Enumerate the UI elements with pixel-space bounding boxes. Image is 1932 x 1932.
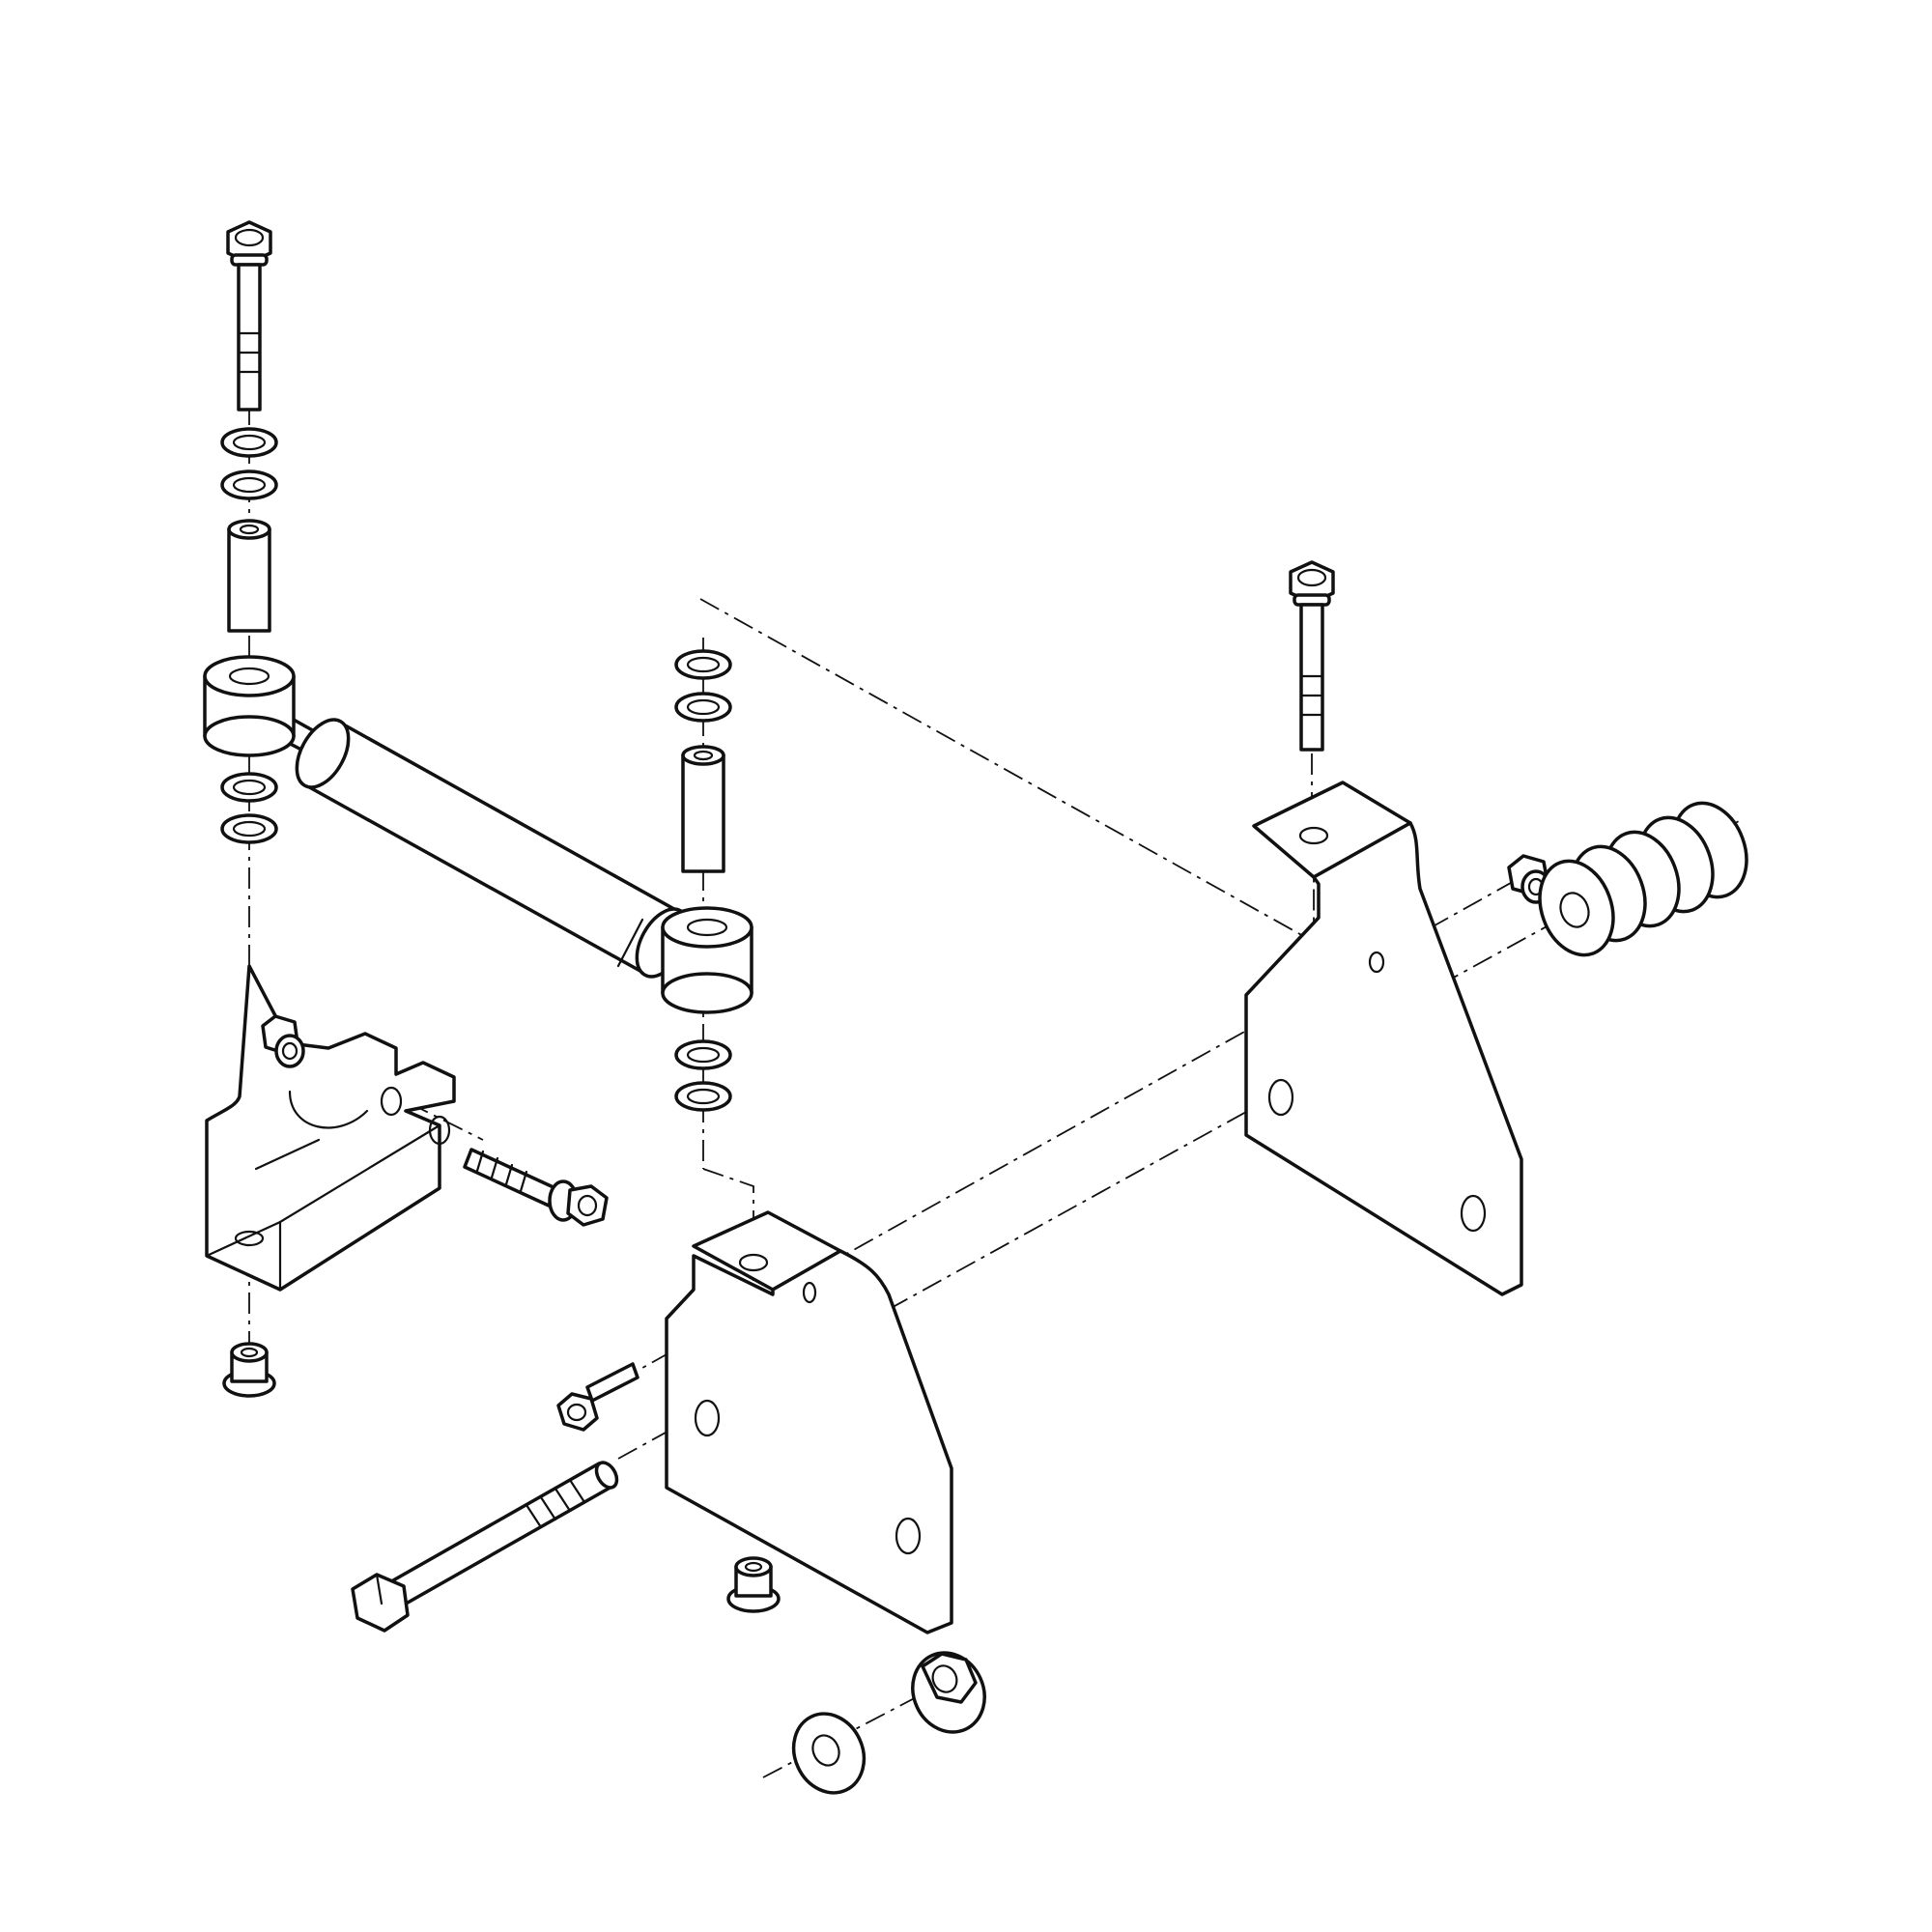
top-bolt	[226, 220, 272, 412]
left-bracket-flange-nut-bottom	[222, 1342, 276, 1398]
left-bracket-flange-nut-top	[261, 1014, 305, 1068]
hex-flange-nut	[911, 1651, 986, 1734]
rear-bracket	[1244, 781, 1523, 1296]
center-bracket-flange-nut	[726, 1556, 781, 1613]
top-washer-1	[220, 427, 278, 458]
rear-bracket-bolt	[1289, 560, 1335, 752]
right-upper-washer-1	[674, 649, 732, 680]
left-bracket	[205, 964, 456, 1292]
left-bracket-bolt	[463, 1148, 609, 1227]
shock-lower-washer-2	[220, 813, 278, 844]
right-spacer-sleeve	[681, 745, 725, 873]
shock-absorber	[203, 655, 753, 1014]
center-bracket	[665, 1210, 953, 1634]
right-upper-washer-2	[674, 692, 732, 723]
top-sleeve	[227, 519, 271, 633]
right-lower-washer-1	[674, 1039, 732, 1070]
shock-lower-washer-1	[220, 772, 278, 803]
right-lower-washer-2	[674, 1081, 732, 1112]
long-bolt	[351, 1461, 619, 1633]
flat-washer	[791, 1712, 867, 1795]
assembly-centerlines	[248, 404, 1740, 1778]
center-bracket-small-bolt	[556, 1362, 639, 1432]
top-washer-2	[220, 469, 278, 500]
coil-spring	[1538, 801, 1748, 957]
